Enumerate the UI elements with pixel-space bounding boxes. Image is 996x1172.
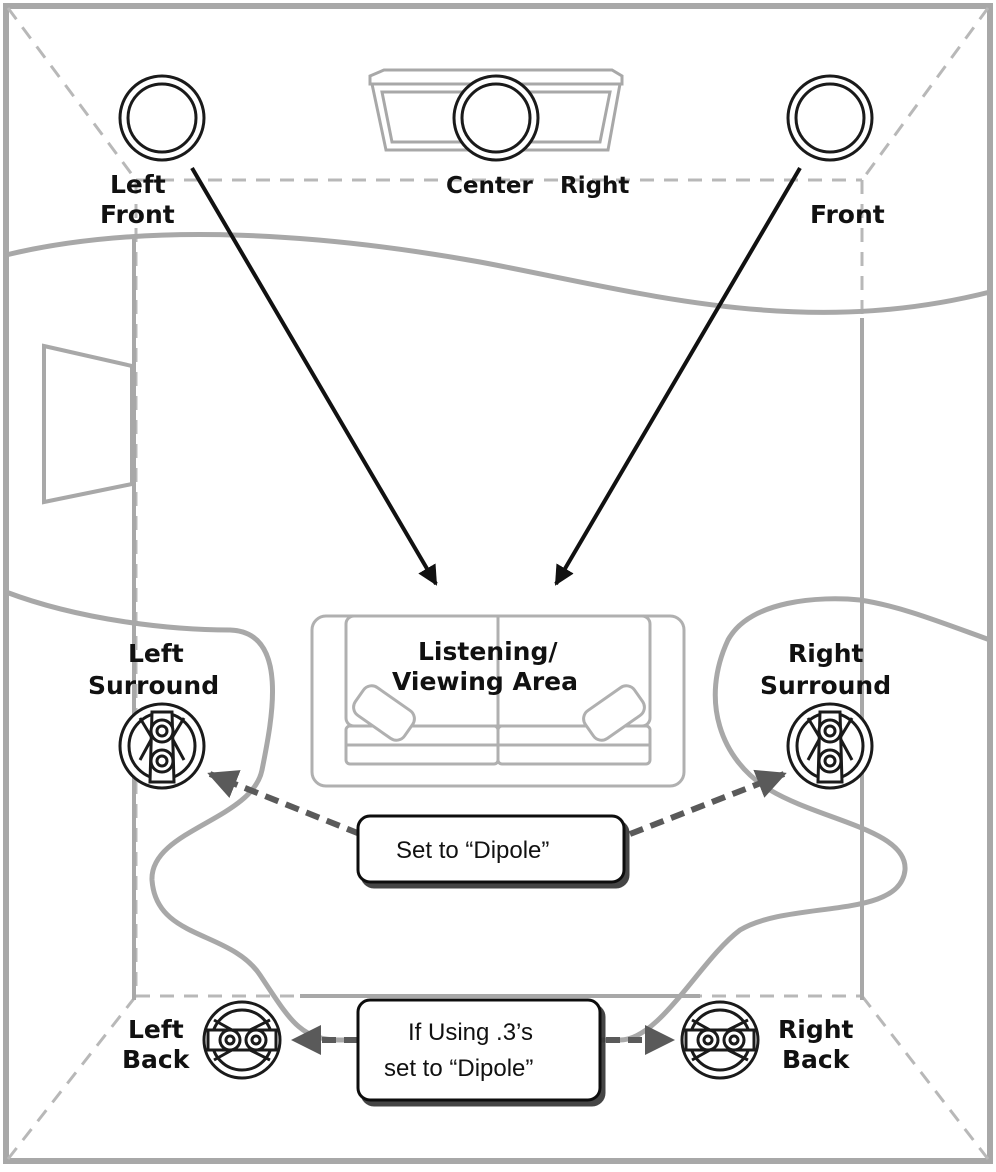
room-outer-wall (3, 3, 993, 1164)
left-front-label-line1: Left (110, 170, 166, 199)
left-surround-label-line1: Left (128, 639, 184, 668)
left-back-label-line2: Back (122, 1045, 191, 1074)
cutaway-line-top (5, 232, 991, 315)
left-surround-dashed-arrow (207, 770, 362, 837)
cutaway-line-bottom (5, 589, 991, 1043)
left-back-speaker (202, 1000, 282, 1080)
left-front-label-line2: Front (100, 200, 175, 229)
right-front-arrow (554, 166, 802, 586)
back-setting-callout (356, 998, 602, 1102)
right-back-speaker (680, 1000, 760, 1080)
right-surround-dashed-arrow (628, 769, 787, 837)
surround-setting-text: Set to “Dipole” (396, 837, 549, 864)
right-front-label-line1: Right (560, 173, 629, 199)
listening-area-line2: Viewing Area (392, 667, 578, 696)
left-back-label-line1: Left (128, 1015, 184, 1044)
left-surround-label-line2: Surround (88, 671, 219, 700)
back-setting-text-line1: If Using .3’s (408, 1019, 533, 1046)
right-surround-label-line2: Surround (760, 671, 891, 700)
center-label: Center (446, 173, 533, 199)
listening-area-line1: Listening/ (418, 637, 558, 666)
right-surround-label-line1: Right (788, 639, 864, 668)
right-back-label-line2: Back (782, 1045, 851, 1074)
right-front-label-line2: Front (810, 200, 885, 229)
right-back-label-line1: Right (778, 1015, 854, 1044)
left-front-speaker (118, 74, 206, 162)
window (42, 343, 134, 505)
back-setting-text-line2: set to “Dipole” (384, 1055, 533, 1082)
surround-setting-callout (356, 814, 626, 884)
right-front-speaker (786, 74, 874, 162)
left-front-arrow (190, 166, 438, 586)
left-surround-speaker (118, 702, 206, 790)
center-speaker (452, 74, 540, 162)
right-surround-speaker (786, 702, 874, 790)
sofa (310, 614, 686, 788)
